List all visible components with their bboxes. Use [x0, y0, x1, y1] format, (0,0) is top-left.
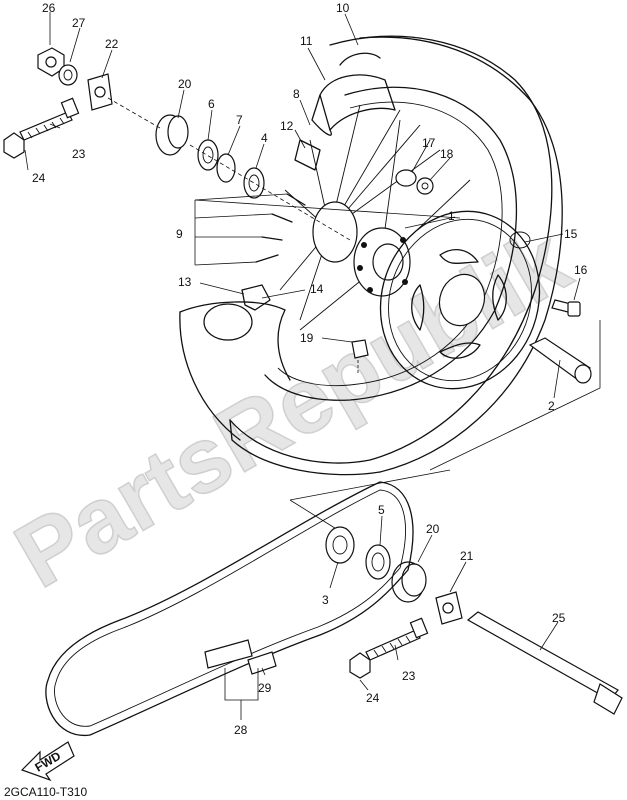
callout-27: 27: [72, 16, 86, 30]
callout-24-right: 24: [366, 691, 380, 705]
callout-20-top: 20: [178, 77, 192, 91]
callout-15: 15: [564, 227, 578, 241]
callout-17: 17: [422, 136, 436, 150]
disc-guard: [179, 284, 291, 441]
callout-labels: 26 27 22 20 6 7 4 23 24 10 11 8 12 17 18…: [32, 1, 588, 737]
callout-6: 6: [208, 97, 215, 111]
callout-29: 29: [258, 681, 272, 695]
tire: [229, 35, 563, 476]
callout-extra: 3 5: [556, 203, 563, 217]
callout-21: 21: [460, 549, 474, 563]
callout-22: 22: [105, 37, 119, 51]
diagram-code: 2GCA110-T310: [4, 785, 87, 799]
rim-band-and-tube: [294, 52, 396, 171]
callout-3-bottom: 3: [322, 593, 329, 607]
callout-24-left: 24: [32, 171, 46, 185]
rear-sprocket: [379, 210, 541, 390]
callout-16: 16: [574, 263, 588, 277]
callout-7: 7: [236, 113, 243, 127]
callout-18: 18: [440, 147, 454, 161]
callout-20-bottom: 20: [426, 522, 440, 536]
callout-13: 13: [178, 275, 192, 289]
drive-chain: [45, 481, 414, 736]
callout-1: 1: [448, 209, 455, 223]
right-axle-parts: [325, 526, 463, 625]
callout-26: 26: [42, 1, 56, 15]
callout-12: 12: [280, 119, 294, 133]
left-adjust-bolt: [3, 97, 80, 159]
left-axle-parts: [37, 47, 351, 241]
callout-11: 11: [300, 34, 313, 48]
watermark: PartsRepublik: [0, 209, 586, 607]
callout-23-left: 23: [72, 147, 86, 161]
callout-14: 14: [310, 282, 324, 296]
right-adjust-bolt: [349, 617, 429, 679]
callout-19: 19: [300, 331, 314, 345]
hub: [312, 201, 411, 297]
callout-28: 28: [234, 723, 248, 737]
callout-10: 10: [336, 1, 350, 15]
callout-5-bottom: 5: [378, 503, 385, 517]
rear-axle: [466, 611, 623, 715]
callout-8: 8: [293, 87, 300, 101]
hub-bolts: [255, 193, 306, 263]
callout-2: 2: [548, 399, 555, 413]
callout-25: 25: [552, 611, 566, 625]
callout-23-right: 23: [402, 669, 416, 683]
leader-lines: [24, 12, 581, 720]
forward-direction-badge: FWD: [20, 741, 75, 782]
callout-9: 9: [176, 227, 183, 241]
callout-4-top: 4: [261, 131, 268, 145]
group-outline: [194, 199, 601, 531]
right-small-parts: [351, 169, 592, 384]
